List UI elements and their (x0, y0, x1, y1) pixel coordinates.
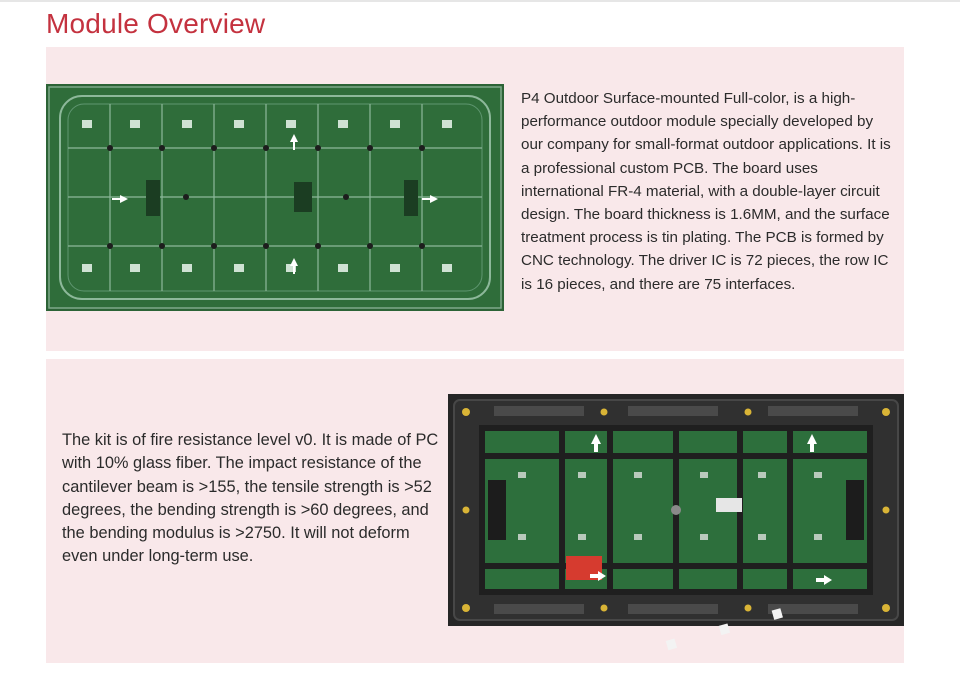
overview-card-kit: The kit is of fire resistance level v0. … (46, 359, 904, 663)
page-title: Module Overview (46, 8, 266, 39)
pcb-description: P4 Outdoor Surface-mounted Full-color, i… (521, 90, 891, 293)
kit-description: The kit is of fire resistance level v0. … (62, 431, 439, 566)
pcb-board-image (46, 84, 504, 311)
top-divider (0, 0, 960, 2)
overview-card-pcb: P4 Outdoor Surface-mounted Full-color, i… (46, 47, 904, 351)
module-kit-image (448, 394, 904, 626)
